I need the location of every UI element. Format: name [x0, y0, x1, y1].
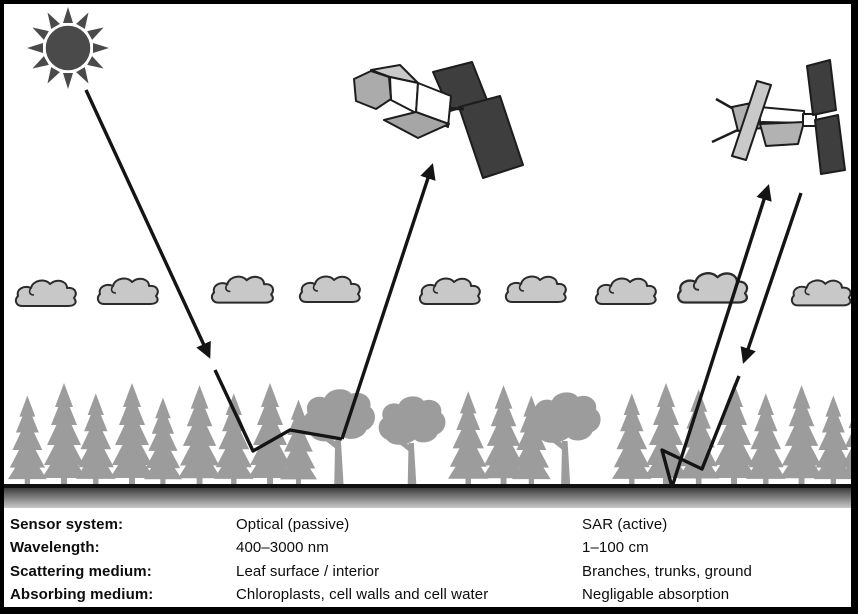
spec-optical-value: Chloroplasts, cell walls and cell water: [236, 586, 489, 604]
pine-tree-icon: [780, 385, 824, 488]
spec-sar-value: Branches, trunks, ground: [582, 562, 752, 580]
pine-tree-icon: [110, 383, 154, 487]
spec-row-label: Wavelength:: [10, 539, 100, 557]
pine-tree-icon: [8, 395, 47, 488]
sun-icon: [27, 7, 109, 89]
pine-tree-icon: [448, 391, 489, 487]
cloud-icon: [298, 275, 361, 303]
pine-tree-icon: [144, 397, 182, 488]
cloud-icon: [210, 275, 275, 304]
cloud-icon: [594, 277, 657, 305]
spec-row-label: Sensor system:: [10, 516, 124, 533]
sar-ray-path: [660, 184, 803, 488]
sar-return-ray: [670, 184, 772, 488]
pine-tree-icon: [612, 393, 652, 487]
cloud-icon: [96, 277, 159, 305]
spec-optical-value: Optical (passive): [236, 516, 350, 533]
cloud-row: [14, 272, 851, 307]
optical-ray-path: [84, 89, 436, 453]
diagram-canvas: [4, 7, 851, 508]
sar-emitted-ray: [740, 192, 803, 364]
pine-tree-icon: [76, 393, 116, 487]
pine-tree-icon: [746, 393, 786, 487]
spec-optical-value: Leaf surface / interior: [236, 562, 380, 580]
cloud-icon: [790, 279, 851, 307]
cloud-icon: [504, 275, 567, 303]
cloud-icon: [418, 277, 481, 305]
sar-satellite-icon: [711, 59, 846, 175]
deciduous-tree-icon: [378, 396, 446, 487]
canopy-scatter-segment: [213, 369, 343, 453]
spec-table: Sensor system: Optical (passive) SAR (ac…: [10, 513, 849, 607]
cloud-icon: [14, 279, 77, 307]
pine-tree-icon: [712, 383, 756, 487]
forest: [8, 383, 851, 488]
spec-sar-value: Negligable absorption: [582, 586, 730, 604]
optical-return-ray: [340, 163, 436, 440]
sun-ray-down: [84, 89, 211, 359]
spec-sar-value: SAR (active): [582, 516, 668, 533]
pine-tree-icon: [644, 383, 688, 487]
spec-row-label: Scattering medium:: [10, 562, 152, 580]
pine-tree-icon: [178, 385, 222, 488]
spec-sar-value: 1–100 cm: [582, 539, 649, 557]
optical-satellite-icon: [353, 61, 524, 179]
spec-optical-value: 400–3000 nm: [236, 539, 329, 557]
spec-row-label: Absorbing medium:: [10, 586, 154, 604]
pine-tree-icon: [42, 383, 86, 487]
ground: [4, 484, 851, 508]
